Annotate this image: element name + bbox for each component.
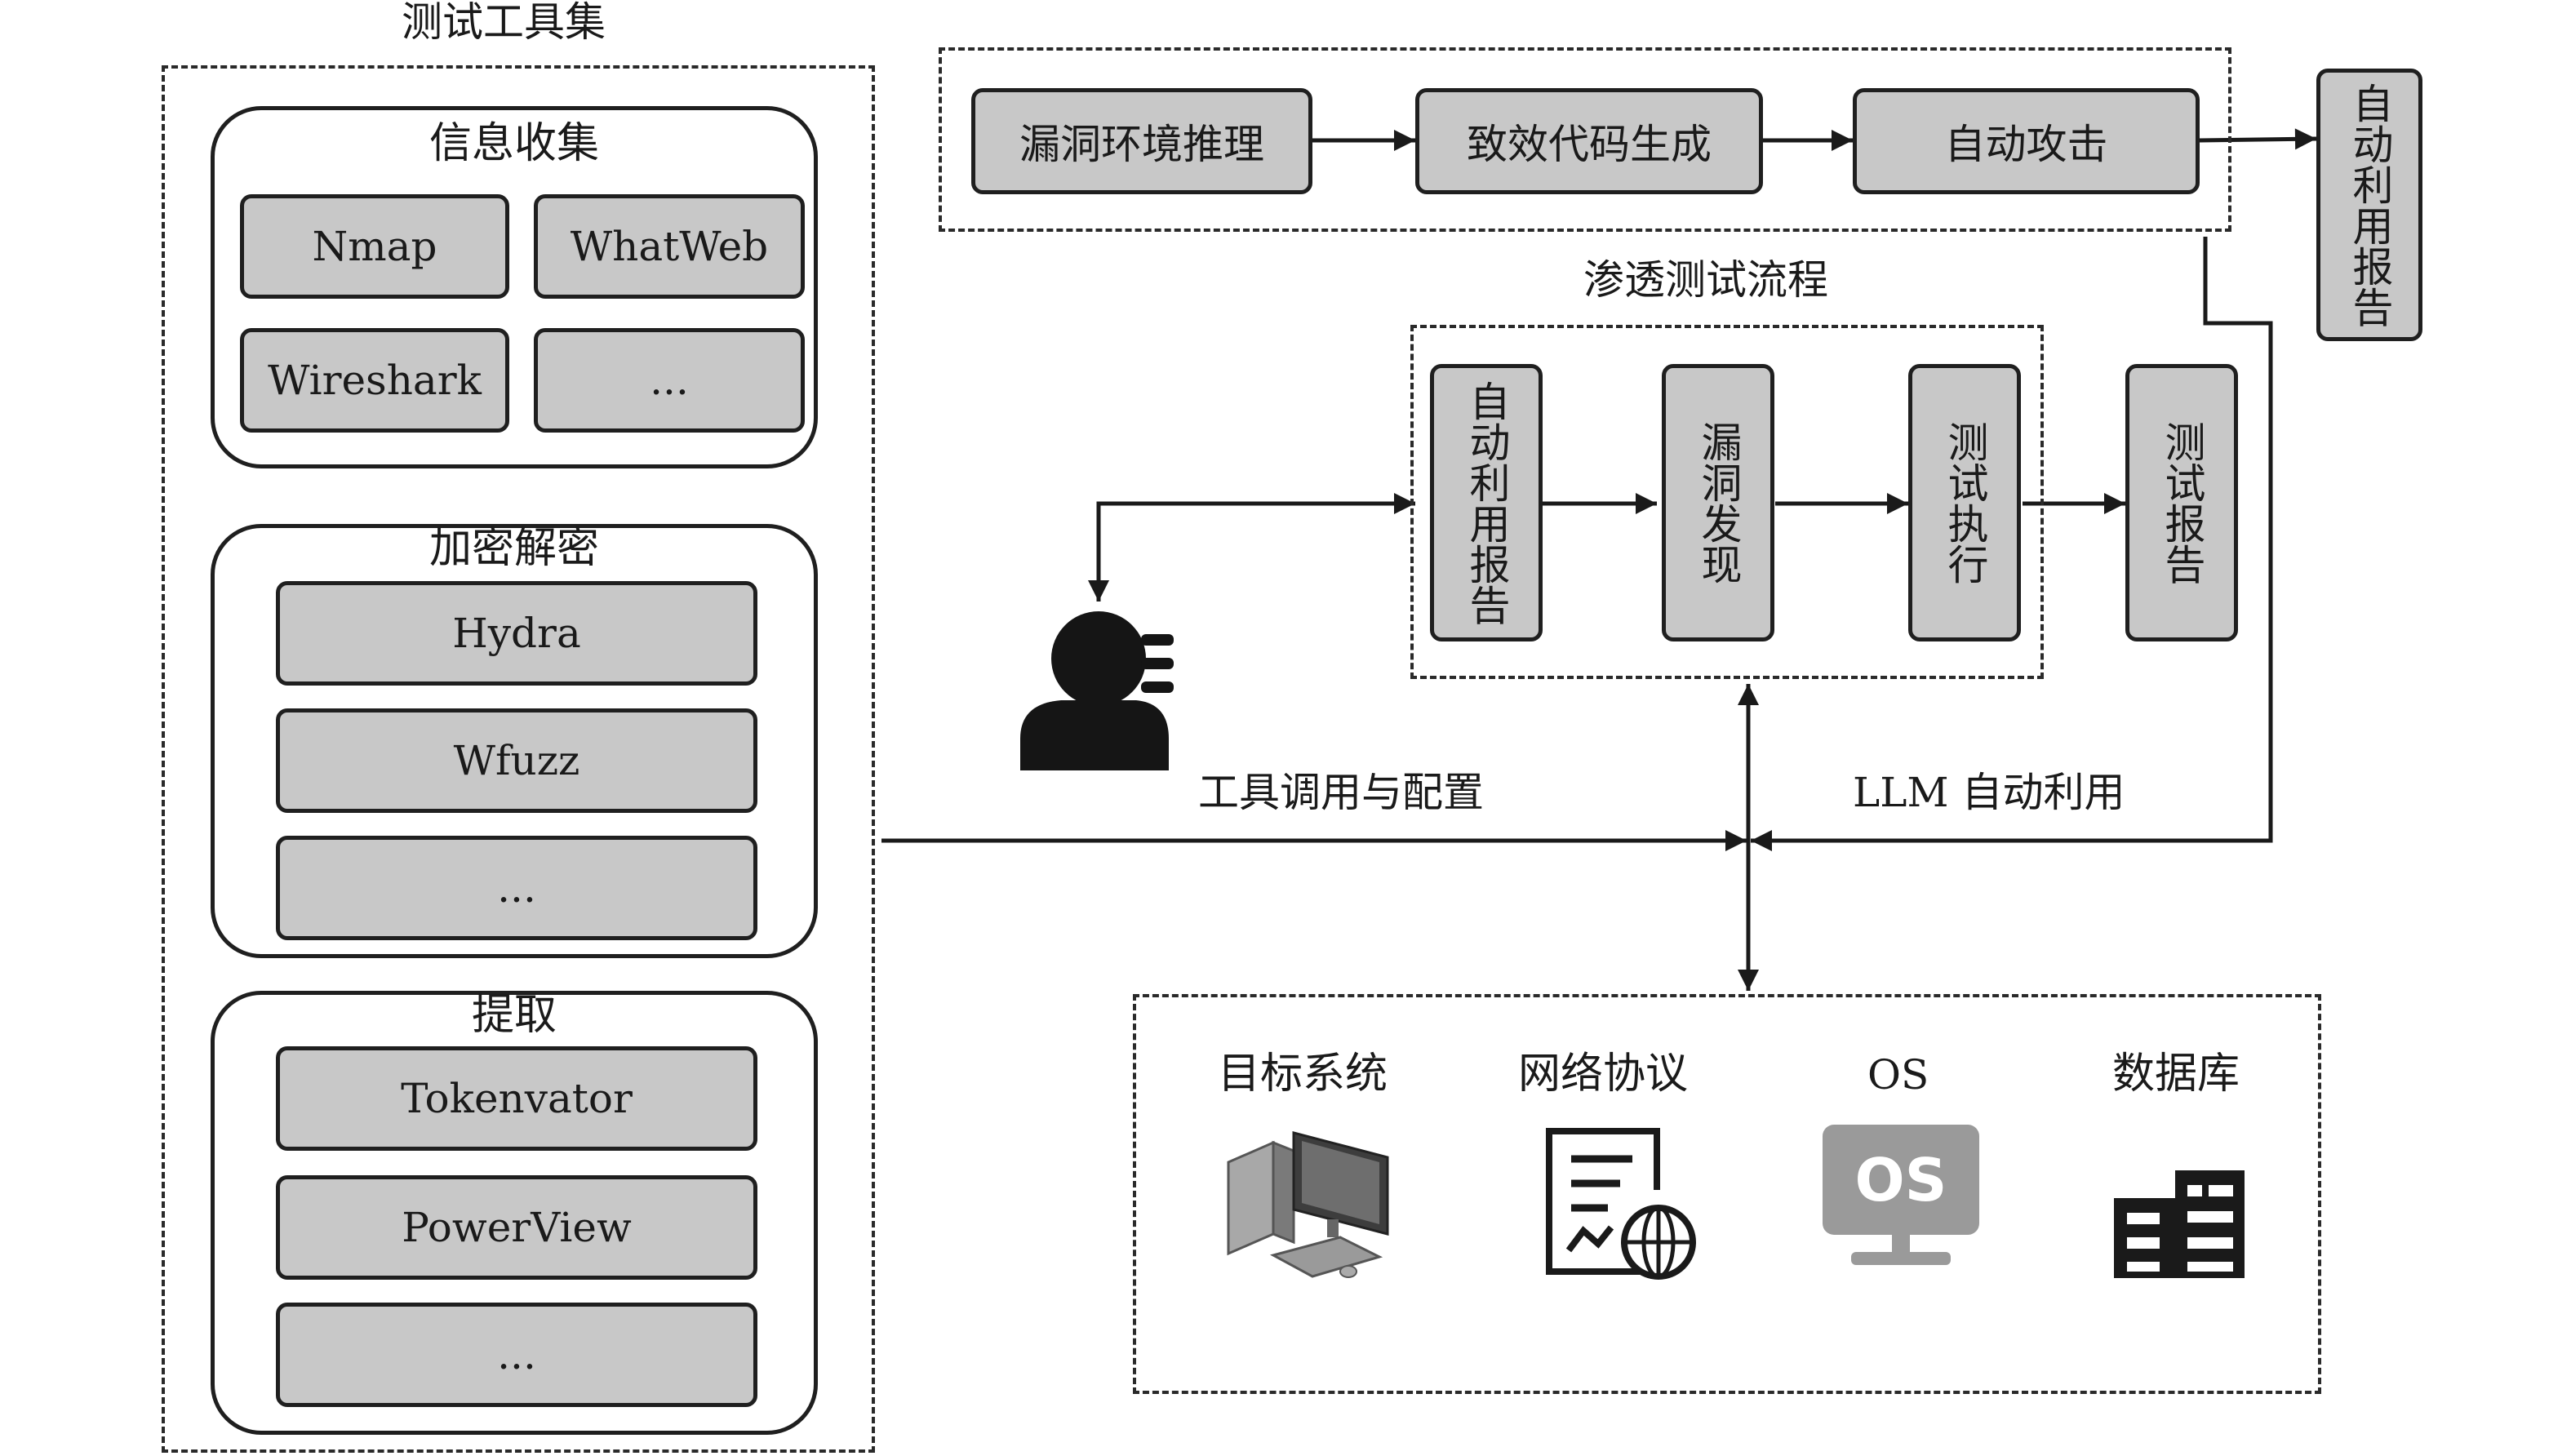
step-code-generation: 致效代码生成 (1415, 88, 1763, 194)
os-label: OS (1867, 1051, 1929, 1099)
os-monitor-icon (1823, 1125, 1979, 1265)
tool-more-info: ... (534, 328, 805, 433)
tool-call-label: 工具调用与配置 (1198, 769, 1484, 816)
tool-tokenvator: Tokenvator (276, 1046, 757, 1151)
tool-wfuzz: Wfuzz (276, 708, 757, 813)
toolset-frame (162, 65, 875, 1453)
arrow-llm-exploit (1751, 237, 2273, 851)
network-document-icon (1546, 1128, 1696, 1280)
user-icon (1020, 611, 1174, 770)
os-badge-text: OS (1854, 1146, 1947, 1214)
database-icon (2114, 1170, 2245, 1278)
tool-whatweb: WhatWeb (534, 194, 805, 299)
step-auto-attack: 自动攻击 (1853, 88, 2200, 194)
tool-wireshark: Wireshark (240, 328, 509, 433)
tool-hydra: Hydra (276, 581, 757, 686)
tool-powerview: PowerView (276, 1175, 757, 1280)
step-env-reasoning: 漏洞环境推理 (971, 88, 1312, 194)
network-protocol-label: 网络协议 (1518, 1050, 1689, 1099)
target-system-label: 目标系统 (1218, 1050, 1388, 1099)
tool-more-extract: ... (276, 1303, 757, 1407)
crypto-title: 加密解密 (428, 524, 599, 573)
auto-exploit-frame (939, 47, 2231, 232)
auto-exploit-report: 自动利用报告 (2316, 69, 2422, 341)
flow-vuln-discovery: 漏洞发现 (1662, 364, 1774, 641)
info-gathering-title: 信息收集 (428, 119, 599, 168)
database-label: 数据库 (2112, 1050, 2240, 1099)
flow-test-report: 测试报告 (2125, 364, 2238, 641)
arrow-attack-to-report (2199, 128, 2317, 150)
pentest-flow-title: 渗透测试流程 (1583, 256, 1828, 304)
extraction-title: 提取 (471, 991, 557, 1040)
tool-nmap: Nmap (240, 194, 509, 299)
pentest-flow-frame (1410, 325, 2044, 679)
flow-test-execution: 测试执行 (1908, 364, 2021, 641)
arrow-user-loop (1088, 493, 1415, 601)
computer-icon (1227, 1131, 1389, 1278)
target-frame (1133, 994, 2321, 1394)
llm-exploit-label: LLM 自动利用 (1853, 769, 2125, 816)
tool-more-crypto: ... (276, 836, 757, 940)
flow-auto-exploit-report: 自动利用报告 (1430, 364, 1543, 641)
toolset-title: 测试工具集 (402, 0, 606, 46)
